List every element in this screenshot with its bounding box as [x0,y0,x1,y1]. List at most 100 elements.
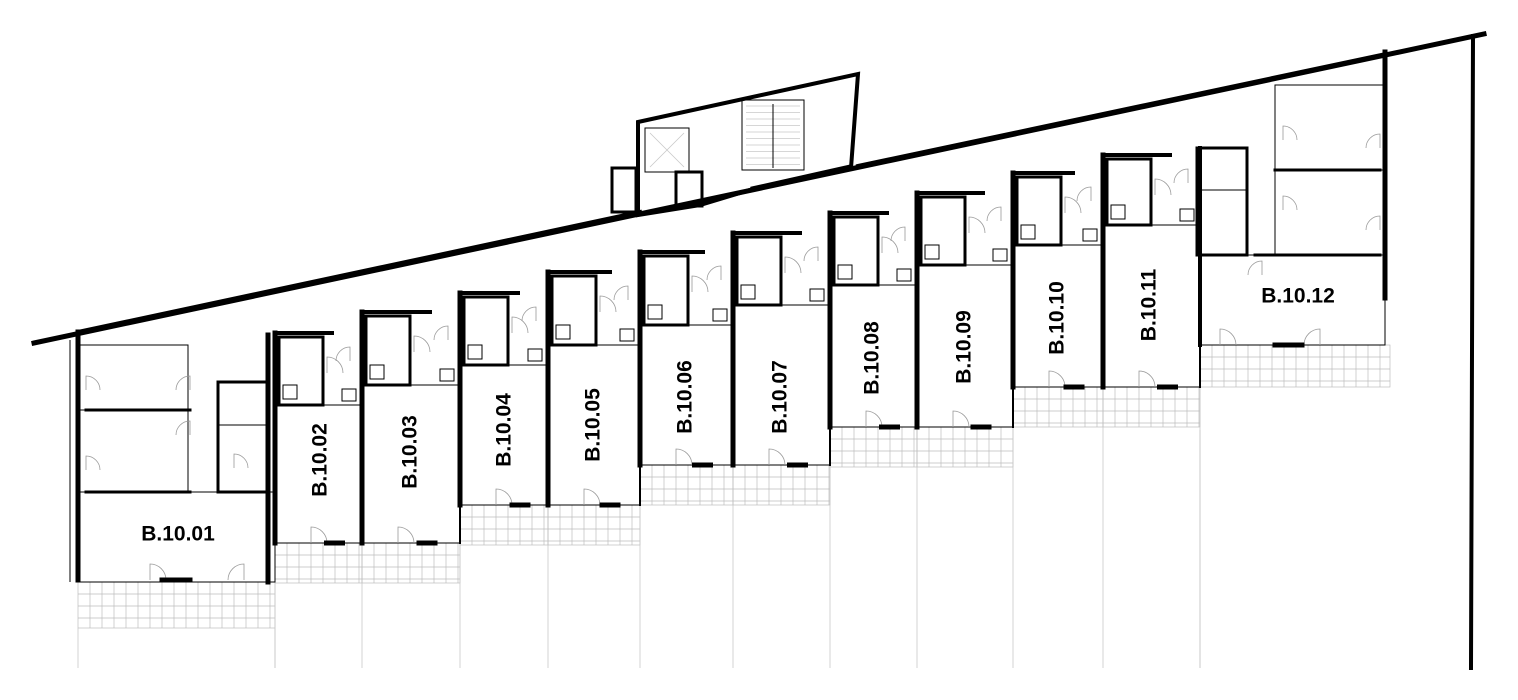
kitchen-unit [896,268,912,282]
door-swing [986,206,1002,222]
shower [467,344,483,360]
door-swing [675,448,693,466]
terrace-paving [459,504,549,546]
unit-label-b-10-11: B.10.11 [1138,268,1161,341]
unit-b-10-01 [77,332,276,585]
kitchen-unit [992,248,1008,262]
building-outline [31,31,1487,671]
terrace-outline [829,426,918,468]
bathroom [216,380,270,494]
bedroom [77,409,189,493]
door-swing [310,526,328,544]
site-boundary-line [1468,33,1476,671]
core-small-room [674,170,704,208]
bathroom [277,335,325,407]
bathroom [832,215,880,287]
door-swing [1048,370,1066,388]
terrace-paving [916,426,1014,468]
bathroom [1105,157,1153,227]
door-swing [433,325,449,341]
door-swing [803,246,819,262]
stair-treads [746,104,800,168]
corridor-inner-wall [75,209,643,335]
unit-b-10-12 [1195,84,1386,348]
unit-label-b-10-03: B.10.03 [399,415,422,489]
door-swing [413,335,431,353]
unit-label-b-10-06: B.10.06 [674,360,697,434]
terrace-outline [732,464,831,506]
kitchen-unit [527,348,543,362]
terrace-paving [639,464,734,506]
bedroom [77,344,189,411]
door-swing [495,488,513,506]
terrace-paving [1199,344,1391,388]
kitchen-unit [1179,208,1195,222]
bathroom [364,314,412,387]
kitchen-unit [809,288,825,302]
stair-flight [741,99,805,171]
bathroom [1015,175,1063,247]
door-swing [1173,168,1189,184]
door-swing [583,488,601,506]
unit-label-b-10-10: B.10.10 [1046,281,1069,355]
unit-label-b-10-08: B.10.08 [861,321,884,395]
door-swing [326,356,344,374]
bedroom [1274,169,1386,256]
unit-b-10-11 [1100,152,1201,390]
door-swing [865,410,883,428]
door-swing [1365,133,1381,149]
unit-label-b-10-09: B.10.09 [953,310,976,384]
bathroom [1195,146,1249,257]
terrace-outline [1012,386,1104,428]
kitchen-unit [341,388,357,402]
terrace-paving [732,464,831,506]
door-swing [952,410,970,428]
door-swing [1154,178,1172,196]
kitchen-unit [439,368,455,382]
door-swing [784,256,802,274]
door-swing [335,346,351,362]
shower [740,284,756,300]
elevator-cross [649,132,685,168]
door-swing [1064,196,1082,214]
door-swing [706,265,722,281]
shower [369,364,385,380]
bathroom [462,295,510,367]
unit-labels: B.10.01 B.10.02 B.10.03 B.10.04 B.10.05 B.10.… [141,268,1335,545]
terrace-outline [547,504,641,546]
terrace-paving [1102,386,1201,428]
door-swing [1219,328,1237,346]
kitchen-unit [619,328,635,342]
door-swing [397,526,415,544]
kitchen-unit [1082,228,1098,242]
core-small-room [610,166,638,214]
bathroom [735,235,783,307]
door-swing [1247,260,1263,276]
grid-extension-lines [77,387,1201,668]
terrace-paving [829,426,918,468]
terrace-paving [274,542,363,584]
bathroom [642,254,690,327]
unit-label-b-10-05: B.10.05 [582,388,605,462]
shower [1110,204,1126,220]
door-swing [768,448,786,466]
shower [282,384,298,400]
shower [1020,224,1036,240]
door-swing [1076,186,1092,202]
shower [555,324,571,340]
door-swing [175,420,191,436]
door-swing [175,375,191,391]
door-swing [881,236,899,254]
door-swing [1282,195,1298,211]
door-swing [599,295,617,313]
corridor-inner-wall [855,51,1389,169]
terrace-paving [547,504,641,546]
unit-label-b-10-04: B.10.04 [493,393,516,467]
terrace-outline [639,464,734,506]
terrace-outline [1102,386,1201,428]
terrace-outline [459,504,549,546]
terrace-paving [1012,386,1104,428]
unit-label-b-10-01: B.10.01 [141,523,215,546]
unit-label-b-10-02: B.10.02 [309,423,332,497]
